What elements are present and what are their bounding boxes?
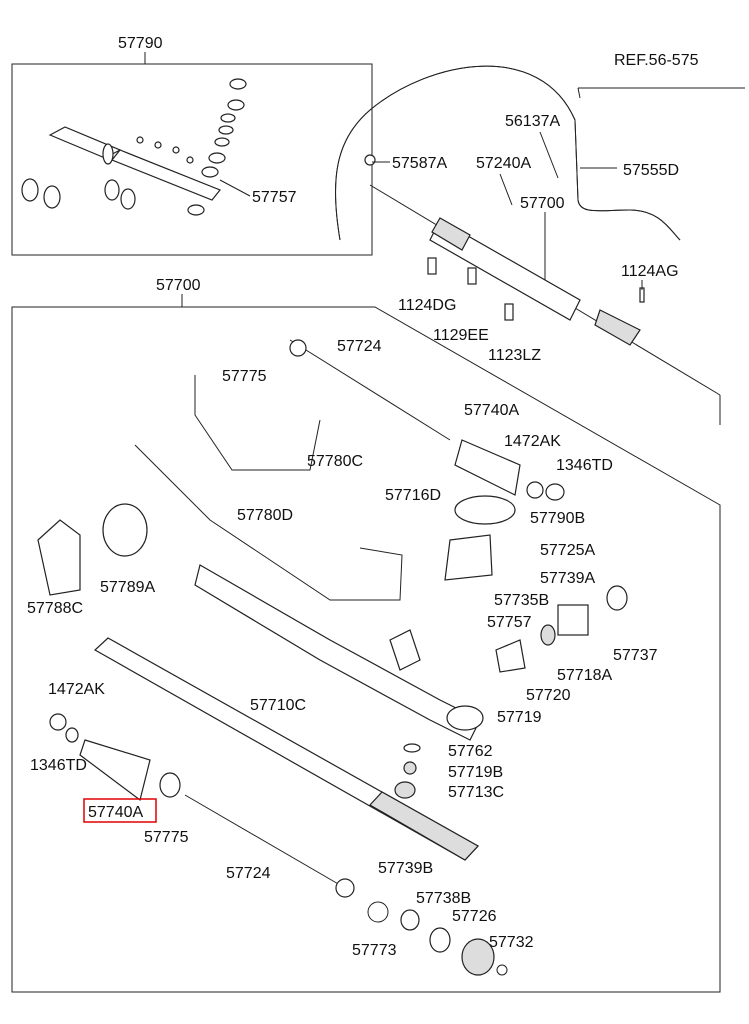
label-1124DG: 1124DG bbox=[398, 297, 456, 314]
label-57739B: 57739B bbox=[378, 860, 433, 877]
label-1472AK-lower: 1472AK bbox=[48, 681, 105, 698]
label-57716D: 57716D bbox=[385, 487, 441, 504]
label-57720: 57720 bbox=[526, 687, 571, 704]
label-57740A-upper: 57740A bbox=[464, 402, 519, 419]
label-1346TD-upper: 1346TD bbox=[556, 457, 613, 474]
label-57726: 57726 bbox=[452, 908, 497, 925]
label-57780D: 57780D bbox=[237, 507, 293, 524]
label-57735B: 57735B bbox=[494, 592, 549, 609]
main-illustration bbox=[37, 339, 628, 976]
label-57725A: 57725A bbox=[540, 542, 595, 559]
label-1129EE: 1129EE bbox=[433, 327, 489, 344]
label-57719: 57719 bbox=[497, 709, 542, 726]
label-57773: 57773 bbox=[352, 942, 397, 959]
highlight-box bbox=[83, 798, 157, 823]
label-57724-upper: 57724 bbox=[337, 338, 382, 355]
overview-illustration bbox=[334, 65, 721, 425]
label-57240A: 57240A bbox=[476, 155, 531, 172]
label-57790B: 57790B bbox=[530, 510, 585, 527]
label-57713C: 57713C bbox=[448, 784, 504, 801]
label-57740A-lower-highlighted[interactable]: 57740A bbox=[88, 804, 143, 821]
label-57757: 57757 bbox=[487, 614, 532, 631]
label-57732: 57732 bbox=[489, 934, 534, 951]
label-57775-upper: 57775 bbox=[222, 368, 267, 385]
label-57719B: 57719B bbox=[448, 764, 503, 781]
label-57700-overview: 57700 bbox=[520, 195, 565, 212]
label-57718A: 57718A bbox=[557, 667, 612, 684]
label-57555D: 57555D bbox=[623, 162, 679, 179]
kit-label: 57790 bbox=[118, 35, 163, 52]
label-57587A: 57587A bbox=[392, 155, 447, 172]
label-57775-lower: 57775 bbox=[144, 829, 189, 846]
kit-part-57757: 57757 bbox=[252, 189, 297, 206]
label-57762: 57762 bbox=[448, 743, 493, 760]
label-57710C: 57710C bbox=[250, 697, 306, 714]
main-box-label: 57700 bbox=[156, 277, 201, 294]
label-57739A: 57739A bbox=[540, 570, 595, 587]
main-box-frame bbox=[11, 306, 721, 993]
label-1472AK-upper: 1472AK bbox=[504, 433, 561, 450]
label-1124AG: 1124AG bbox=[621, 263, 679, 280]
label-57724-lower: 57724 bbox=[226, 865, 271, 882]
label-57737: 57737 bbox=[613, 647, 658, 664]
kit-parts-illustration bbox=[21, 78, 251, 216]
ref-label: REF.56-575 bbox=[614, 52, 699, 69]
label-57780C: 57780C bbox=[307, 453, 363, 470]
label-57789A: 57789A bbox=[100, 579, 155, 596]
label-57788C: 57788C bbox=[27, 600, 83, 617]
label-1346TD-lower: 1346TD bbox=[30, 757, 87, 774]
label-57738B: 57738B bbox=[416, 890, 471, 907]
label-1123LZ: 1123LZ bbox=[488, 347, 541, 364]
label-56137A: 56137A bbox=[505, 113, 560, 130]
